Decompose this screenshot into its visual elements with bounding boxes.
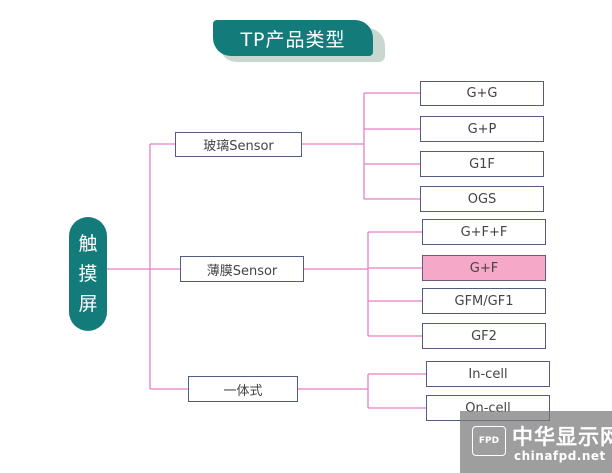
leaf-node-ogs: OGS bbox=[420, 186, 544, 212]
watermark-site-name: 中华显示网 bbox=[512, 425, 612, 449]
category-node-glass-sensor: 玻璃Sensor bbox=[175, 132, 302, 157]
root-char: 屏 bbox=[78, 293, 98, 315]
leaf-node-gfm-gf1: GFM/GF1 bbox=[422, 288, 546, 314]
category-node-film-sensor: 薄膜Sensor bbox=[180, 256, 304, 282]
title-banner: TP产品类型 bbox=[213, 20, 385, 62]
leaf-node-g-f-highlighted: G+F bbox=[422, 255, 546, 281]
leaf-node-in-cell: In-cell bbox=[426, 361, 550, 387]
watermark-url: chinafpd.net bbox=[514, 449, 606, 463]
leaf-node-g-g: G+G bbox=[420, 81, 544, 106]
leaf-node-g-f-f: G+F+F bbox=[422, 219, 546, 245]
leaf-node-g-p: G+P bbox=[420, 116, 544, 142]
watermark: FPD 中华显示网 chinafpd.net bbox=[460, 411, 612, 473]
leaf-node-gf2: GF2 bbox=[422, 323, 546, 349]
fpd-logo-icon: FPD bbox=[472, 426, 506, 456]
category-node-integrated: 一体式 bbox=[188, 376, 298, 402]
leaf-node-g1f: G1F bbox=[420, 151, 544, 177]
root-char: 摸 bbox=[78, 263, 98, 285]
root-char: 触 bbox=[78, 233, 98, 255]
diagram-title: TP产品类型 bbox=[213, 20, 373, 56]
root-node-touchscreen: 触 摸 屏 bbox=[69, 217, 107, 331]
